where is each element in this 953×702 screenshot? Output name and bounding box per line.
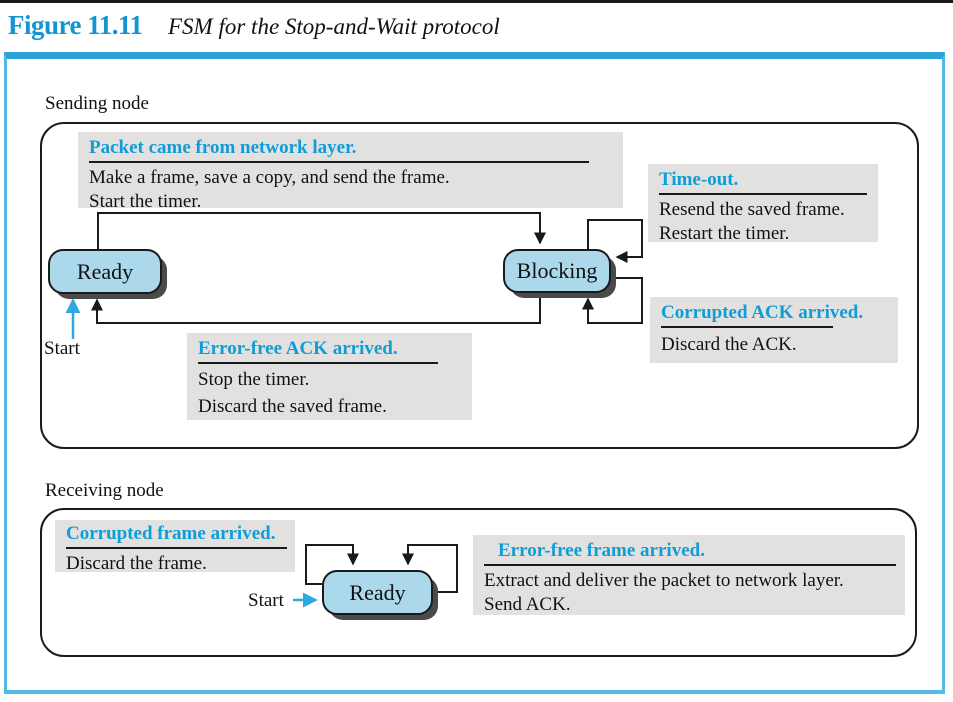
figure-caption: FSM for the Stop-and-Wait protocol <box>168 14 500 39</box>
receiving-node-label: Receiving node <box>45 480 164 501</box>
top-divider <box>0 0 953 3</box>
callout-packet-arrival: Packet came from network layer. Make a f… <box>78 132 623 212</box>
callout-error-free-frame-line1: Extract and deliver the packet to networ… <box>484 570 844 591</box>
callout-corrupted-ack-line1: Discard the ACK. <box>661 334 797 355</box>
callout-timeout: Time-out. Resend the saved frame. Restar… <box>648 164 878 244</box>
state-ready-sending-label: Ready <box>76 258 134 284</box>
callout-corrupted-ack: Corrupted ACK arrived. Discard the ACK. <box>650 297 898 363</box>
callout-error-free-frame-heading: Error-free frame arrived. <box>484 540 896 566</box>
arrow-ready-to-blocking <box>97 212 546 249</box>
receiving-node-box <box>40 508 917 657</box>
sending-node-label: Sending node <box>45 93 149 114</box>
callout-error-free-frame: Error-free frame arrived. Extract and de… <box>473 535 905 615</box>
arrow-blocking-to-ready <box>91 293 541 324</box>
arrow-corrupted-ack-selfloop <box>582 277 643 324</box>
receiving-transition-arrows <box>293 544 458 608</box>
figure-frame <box>4 52 945 694</box>
callout-corrupted-ack-heading: Corrupted ACK arrived. <box>661 302 863 328</box>
state-ready-receiving-label: Ready <box>349 579 406 605</box>
sending-transition-arrows <box>65 212 643 339</box>
state-ready-receiving: Ready <box>322 570 433 615</box>
figure-number: Figure 11.11 <box>8 10 143 40</box>
arrow-timeout-selfloop <box>587 219 643 263</box>
callout-corrupted-frame-line1: Discard the frame. <box>66 553 207 574</box>
callout-error-free-ack-line2: Discard the saved frame. <box>198 395 387 417</box>
callout-error-free-frame-line2: Send ACK. <box>484 594 571 616</box>
callout-error-free-ack-line1: Stop the timer. <box>198 369 310 390</box>
callout-packet-heading: Packet came from network layer. <box>89 137 589 163</box>
state-blocking-label: Blocking <box>516 258 598 283</box>
callout-error-free-ack-heading: Error-free ACK arrived. <box>198 338 438 364</box>
callout-packet-line2: Start the timer. <box>89 191 202 213</box>
arrow-corrupted-frame-selfloop <box>305 544 359 585</box>
state-blocking-sending: Blocking <box>503 249 611 293</box>
arrow-error-free-frame-selfloop <box>402 544 458 593</box>
callout-error-free-ack: Error-free ACK arrived. Stop the timer. … <box>187 333 472 420</box>
callout-timeout-heading: Time-out. <box>659 169 867 195</box>
callout-corrupted-frame-heading: Corrupted frame arrived. <box>66 523 287 549</box>
callout-corrupted-frame: Corrupted frame arrived. Discard the fra… <box>55 520 295 574</box>
state-ready-sending: Ready <box>48 249 162 294</box>
start-label-sending: Start <box>44 338 80 359</box>
callout-packet-line1: Make a frame, save a copy, and send the … <box>89 167 450 188</box>
callout-timeout-line2: Restart the timer. <box>659 223 790 245</box>
callout-timeout-line1: Resend the saved frame. <box>659 199 845 220</box>
sending-node-box <box>40 122 919 449</box>
start-label-receiving: Start <box>248 590 284 611</box>
